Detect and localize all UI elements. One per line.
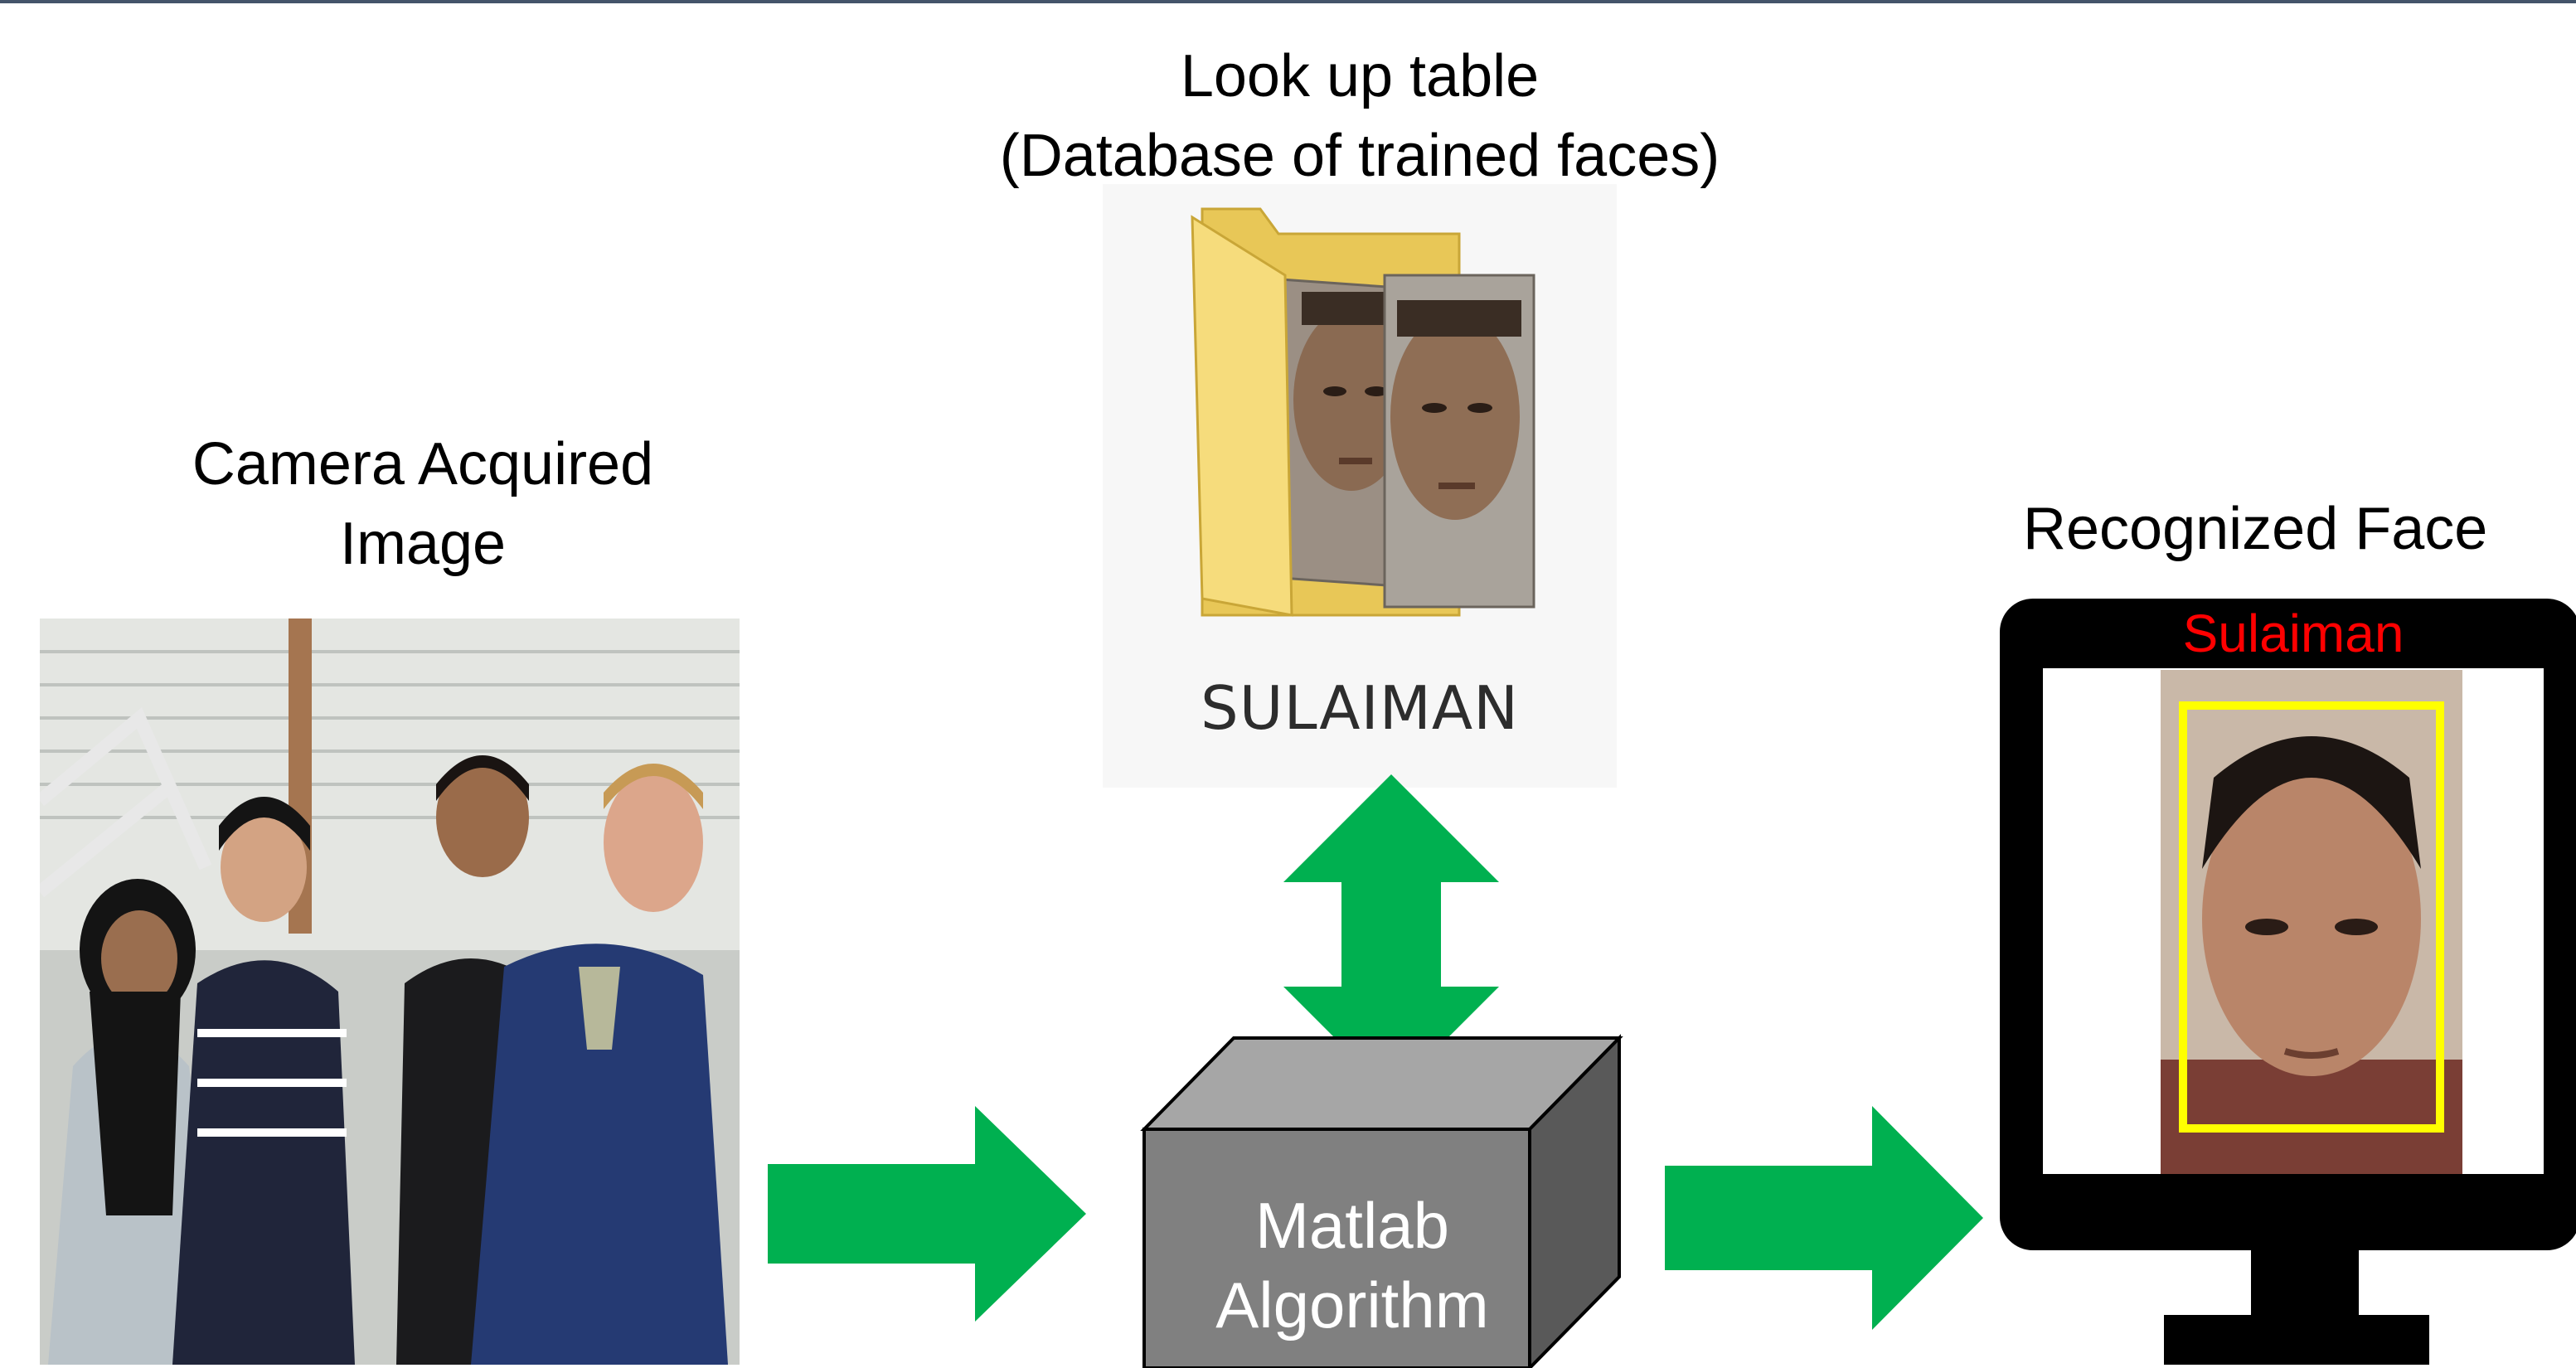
algorithm-box: [1140, 1034, 1623, 1368]
lookup-title-line1: Look up table: [1180, 43, 1540, 109]
lookup-title: Look up table (Database of trained faces…: [879, 36, 1841, 196]
monitor-icon: Sulaiman: [2000, 599, 2576, 1254]
recognized-face-photo: [2161, 670, 2462, 1174]
folder-panel: SULAIMAN: [1103, 184, 1617, 788]
monitor-stand-neck: [2251, 1242, 2359, 1317]
double-arrow: [1283, 774, 1499, 1094]
algorithm-label: Matlab Algorithm: [1149, 1186, 1555, 1345]
face-detection-box: [2179, 701, 2444, 1133]
recognized-name: Sulaiman: [2182, 604, 2404, 663]
arrow-to-algorithm: [768, 1106, 1086, 1322]
lookup-title-line2: (Database of trained faces): [999, 123, 1720, 189]
group-photo: [40, 619, 740, 1365]
recognized-title: Recognized Face: [2023, 496, 2488, 562]
folder-label: SULAIMAN: [1201, 673, 1519, 743]
algorithm-label-line2: Algorithm: [1215, 1269, 1489, 1341]
group-photo-art: [40, 619, 740, 1365]
face-art: [2161, 670, 2462, 1174]
camera-title-line1: Camera Acquired: [192, 431, 654, 497]
folder-icon: [1191, 207, 1535, 617]
top-rule: [0, 0, 2576, 3]
camera-title: Camera Acquired Image: [99, 424, 746, 584]
monitor-screen: Sulaiman: [2043, 604, 2544, 1174]
camera-title-line2: Image: [339, 511, 507, 577]
algorithm-label-line1: Matlab: [1254, 1189, 1450, 1262]
monitor-stand-base: [2164, 1315, 2429, 1365]
arrow-to-monitor: [1665, 1106, 1983, 1330]
face-card-front: [1383, 274, 1535, 609]
